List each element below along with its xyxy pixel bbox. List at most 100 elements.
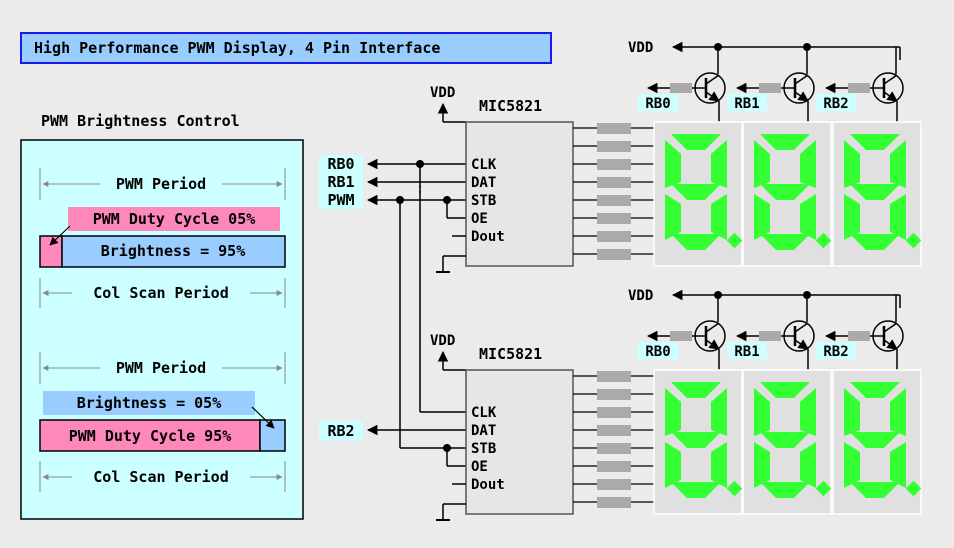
segment-resistor	[597, 123, 631, 134]
bus-wiring	[366, 158, 466, 467]
pwm-example-2: PWM Period Brightness = 05% PWM Duty Cyc…	[39, 352, 286, 492]
segment	[844, 388, 860, 436]
segment	[760, 234, 810, 250]
junction	[803, 43, 811, 51]
vdd-label: VDD	[430, 333, 455, 349]
pwm-brightness-panel: PWM Brightness Control PWM Period PWM Du…	[20, 112, 304, 520]
segment	[760, 482, 810, 498]
segment	[844, 140, 860, 188]
vdd-label: VDD	[628, 40, 653, 56]
segment	[671, 382, 721, 398]
wire-junctions	[396, 160, 451, 452]
pwm-panel-heading: PWM Brightness Control	[41, 112, 240, 130]
segment	[890, 194, 906, 240]
segment-resistor	[597, 213, 631, 224]
duty-cycle-label: PWM Duty Cycle 05%	[93, 210, 256, 228]
segment	[850, 482, 900, 498]
pin-oe: OE	[471, 211, 488, 227]
vdd-label: VDD	[628, 288, 653, 304]
base-resistor	[848, 331, 870, 341]
pin-stb: STB	[471, 441, 496, 457]
transistor-label: RB2	[823, 96, 848, 112]
pwm-period-label: PWM Period	[116, 359, 206, 377]
page-title: High Performance PWM Display, 4 Pin Inte…	[34, 39, 440, 57]
pin-dat: DAT	[471, 175, 496, 191]
segment-resistor	[597, 389, 631, 400]
base-resistor	[848, 83, 870, 93]
segment	[671, 234, 721, 250]
segment-resistor	[597, 461, 631, 472]
chip-label: MIC5821	[479, 97, 542, 115]
segment	[760, 432, 810, 448]
segment-resistor	[597, 371, 631, 382]
pwm-example-1: PWM Period PWM Duty Cycle 05% Brightness…	[39, 168, 286, 308]
signal-pwm: PWM	[327, 191, 354, 209]
segment	[760, 184, 810, 200]
segment	[671, 184, 721, 200]
segment	[671, 482, 721, 498]
segment-resistor	[597, 479, 631, 490]
base-resistor	[670, 83, 692, 93]
segment	[800, 388, 816, 436]
driver-2: VDD MIC5821 CLK DAT STB OE Dout	[430, 333, 574, 521]
segment	[754, 388, 770, 436]
segment-resistor	[597, 141, 631, 152]
transistor-label: RB2	[823, 344, 848, 360]
segment	[760, 382, 810, 398]
segment-resistor	[597, 177, 631, 188]
segment	[711, 442, 727, 488]
decimal-point	[905, 232, 922, 249]
col-scan-label: Col Scan Period	[93, 284, 228, 302]
mic5821-chip	[465, 121, 574, 267]
decimal-point	[815, 232, 832, 249]
signal-rb2: RB2	[327, 422, 354, 440]
segment	[850, 382, 900, 398]
signal-rb1: RB1	[327, 173, 354, 191]
segment	[850, 184, 900, 200]
segment-resistor	[597, 425, 631, 436]
brightness-label: Brightness = 95%	[101, 242, 246, 260]
pin-dat: DAT	[471, 423, 496, 439]
vdd-label: VDD	[430, 85, 455, 101]
duty-cycle-label: PWM Duty Cycle 95%	[69, 427, 232, 445]
segment	[850, 134, 900, 150]
segment	[850, 234, 900, 250]
segment	[665, 194, 681, 240]
mcu-signals: RB0 RB1 PWM RB2	[319, 155, 363, 441]
segment	[711, 194, 727, 240]
segment	[890, 388, 906, 436]
decimal-point	[726, 232, 743, 249]
segment	[754, 194, 770, 240]
segment	[665, 442, 681, 488]
base-resistor	[670, 331, 692, 341]
segment	[711, 140, 727, 188]
segment	[754, 442, 770, 488]
segment	[760, 134, 810, 150]
junction	[803, 291, 811, 299]
segment	[671, 432, 721, 448]
segment	[844, 194, 860, 240]
segment-resistor	[597, 497, 631, 508]
pin-clk: CLK	[471, 157, 497, 173]
chip-label: MIC5821	[479, 345, 542, 363]
junction	[714, 291, 722, 299]
signal-rb0: RB0	[327, 155, 354, 173]
segment	[665, 140, 681, 188]
segment	[850, 432, 900, 448]
pin-clk: CLK	[471, 405, 497, 421]
segment	[665, 388, 681, 436]
segment	[800, 140, 816, 188]
pin-oe: OE	[471, 459, 488, 475]
brightness-label: Brightness = 05%	[77, 394, 222, 412]
pin-stb: STB	[471, 193, 496, 209]
base-resistor	[759, 331, 781, 341]
segment-resistor	[597, 231, 631, 242]
pin-dout: Dout	[471, 229, 505, 245]
segment	[671, 134, 721, 150]
transistor-label: RB0	[645, 96, 670, 112]
junction	[714, 43, 722, 51]
segment	[800, 194, 816, 240]
